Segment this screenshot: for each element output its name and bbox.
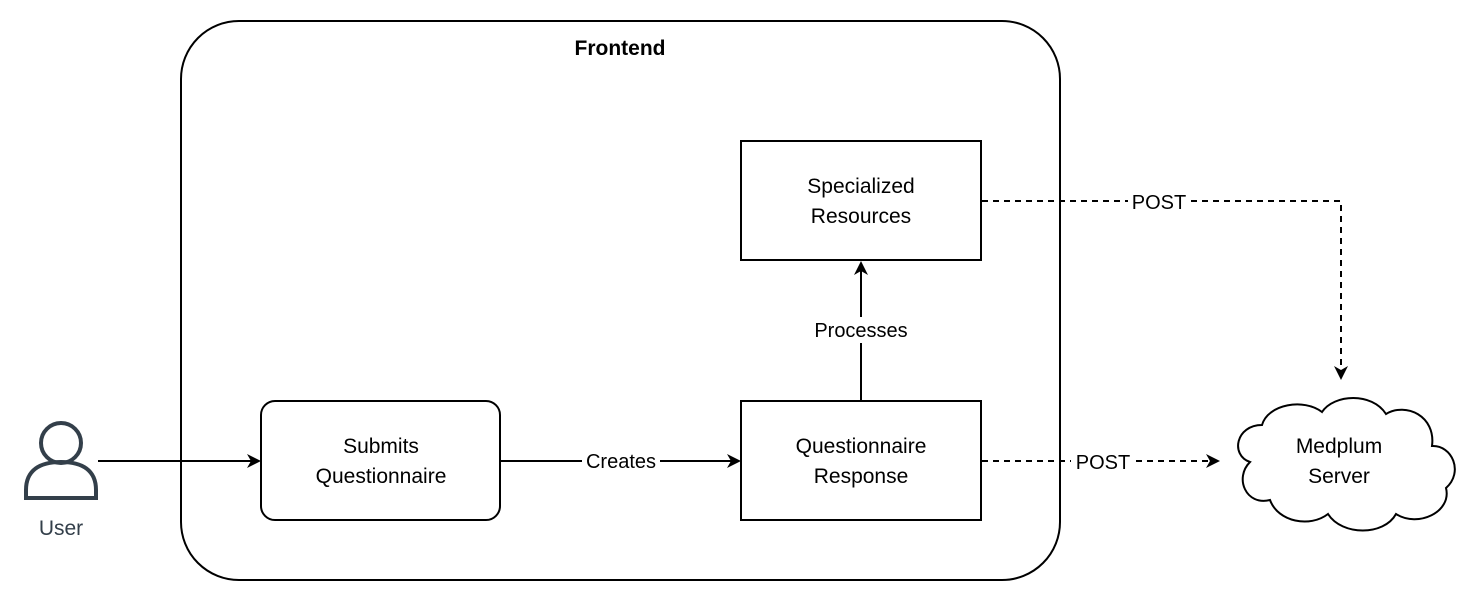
edge-post-resources-label: POST [1132,192,1186,214]
edge-creates-label: Creates [586,451,656,473]
submits-line-2: Questionnaire [316,465,447,488]
server-line-2: Server [1308,465,1370,488]
response-line-1: Questionnaire [796,435,927,458]
server-line-1: Medplum [1296,435,1382,458]
node-questionnaire-response[interactable]: Questionnaire Response [740,400,982,521]
node-specialized-resources[interactable]: Specialized Resources [740,140,982,261]
cloud-icon [1237,397,1456,532]
edge-post-resources: POST [982,189,1348,380]
node-medplum-server[interactable]: Medplum Server [1237,397,1456,532]
edge-post-response: POST [982,449,1220,475]
specialized-line-2: Resources [811,205,911,228]
user-icon [24,421,98,500]
edge-post-response-label: POST [1076,452,1130,474]
edge-processes: Processes [806,261,916,400]
user-actor[interactable]: User [24,421,98,540]
response-line-2: Response [814,465,909,488]
edge-processes-label: Processes [814,320,907,342]
specialized-line-1: Specialized [807,175,914,198]
user-label: User [39,517,83,540]
frontend-title: Frontend [575,37,666,60]
node-submits-questionnaire[interactable]: Submits Questionnaire [260,400,501,521]
edge-creates: Creates [501,449,741,473]
submits-line-1: Submits [343,435,419,458]
